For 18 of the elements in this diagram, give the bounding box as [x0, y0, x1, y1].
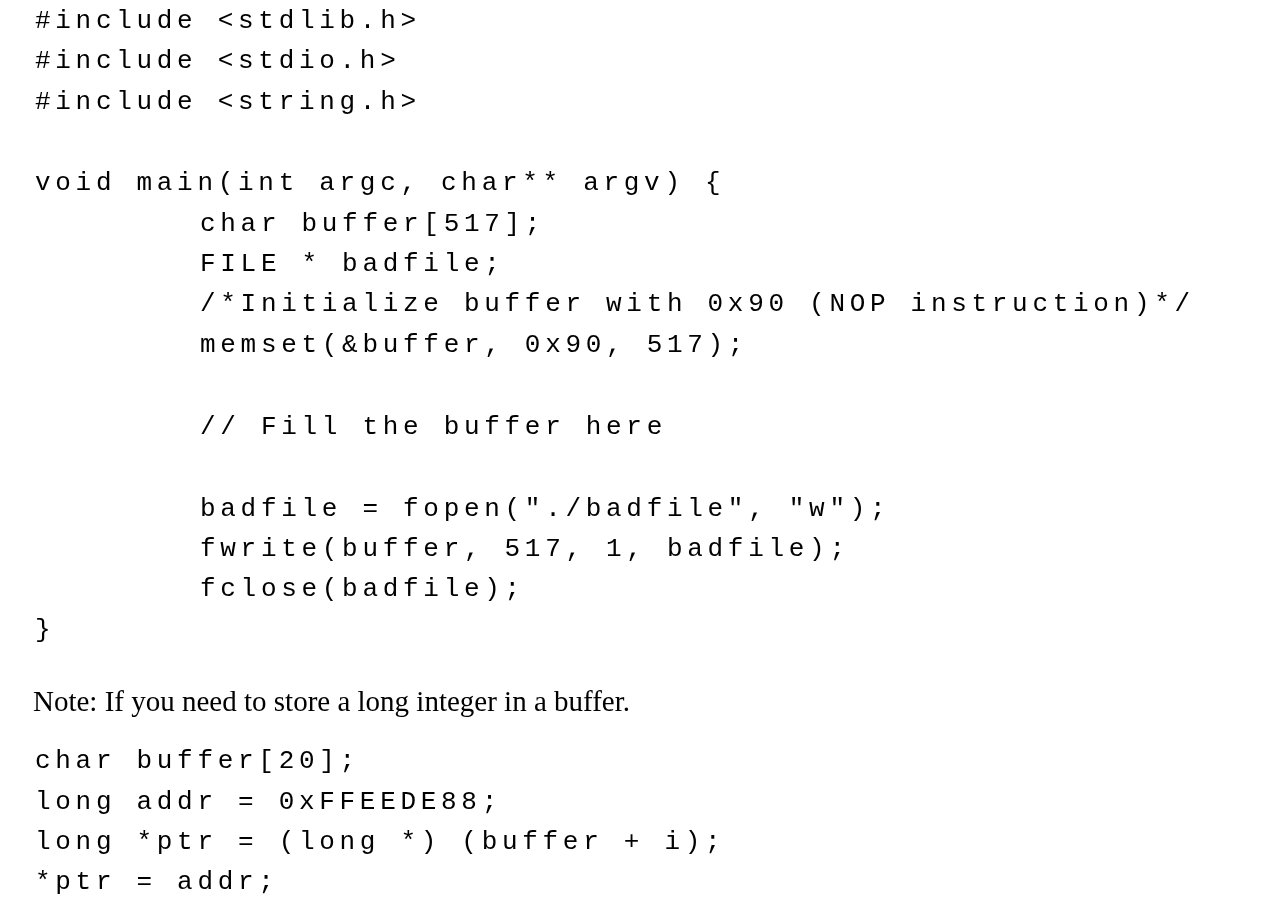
note-text: Note: If you need to store a long integer in a buffer.	[33, 684, 630, 718]
code-line: long addr = 0xFFEEDE88;	[35, 786, 502, 818]
code-line: /*Initialize buffer with 0x90 (NOP instruction)*/	[200, 288, 1195, 320]
code-line: fclose(badfile);	[200, 573, 525, 605]
code-line: char buffer[20];	[35, 745, 360, 777]
code-line: badfile = fopen("./badfile", "w");	[200, 493, 891, 525]
code-line: #include <string.h>	[35, 86, 421, 118]
code-line: #include <stdlib.h>	[35, 5, 421, 37]
code-line: long *ptr = (long *) (buffer + i);	[35, 826, 726, 858]
code-line: *ptr = addr;	[35, 866, 279, 898]
code-line: void main(int argc, char** argv) {	[35, 167, 726, 199]
code-line: // Fill the buffer here	[200, 411, 667, 443]
code-line: FILE * badfile;	[200, 248, 505, 280]
code-line: memset(&buffer, 0x90, 517);	[200, 329, 749, 361]
code-line: char buffer[517];	[200, 208, 546, 240]
code-line: fwrite(buffer, 517, 1, badfile);	[200, 533, 850, 565]
code-line: }	[35, 614, 56, 646]
code-line: #include <stdio.h>	[35, 45, 401, 77]
